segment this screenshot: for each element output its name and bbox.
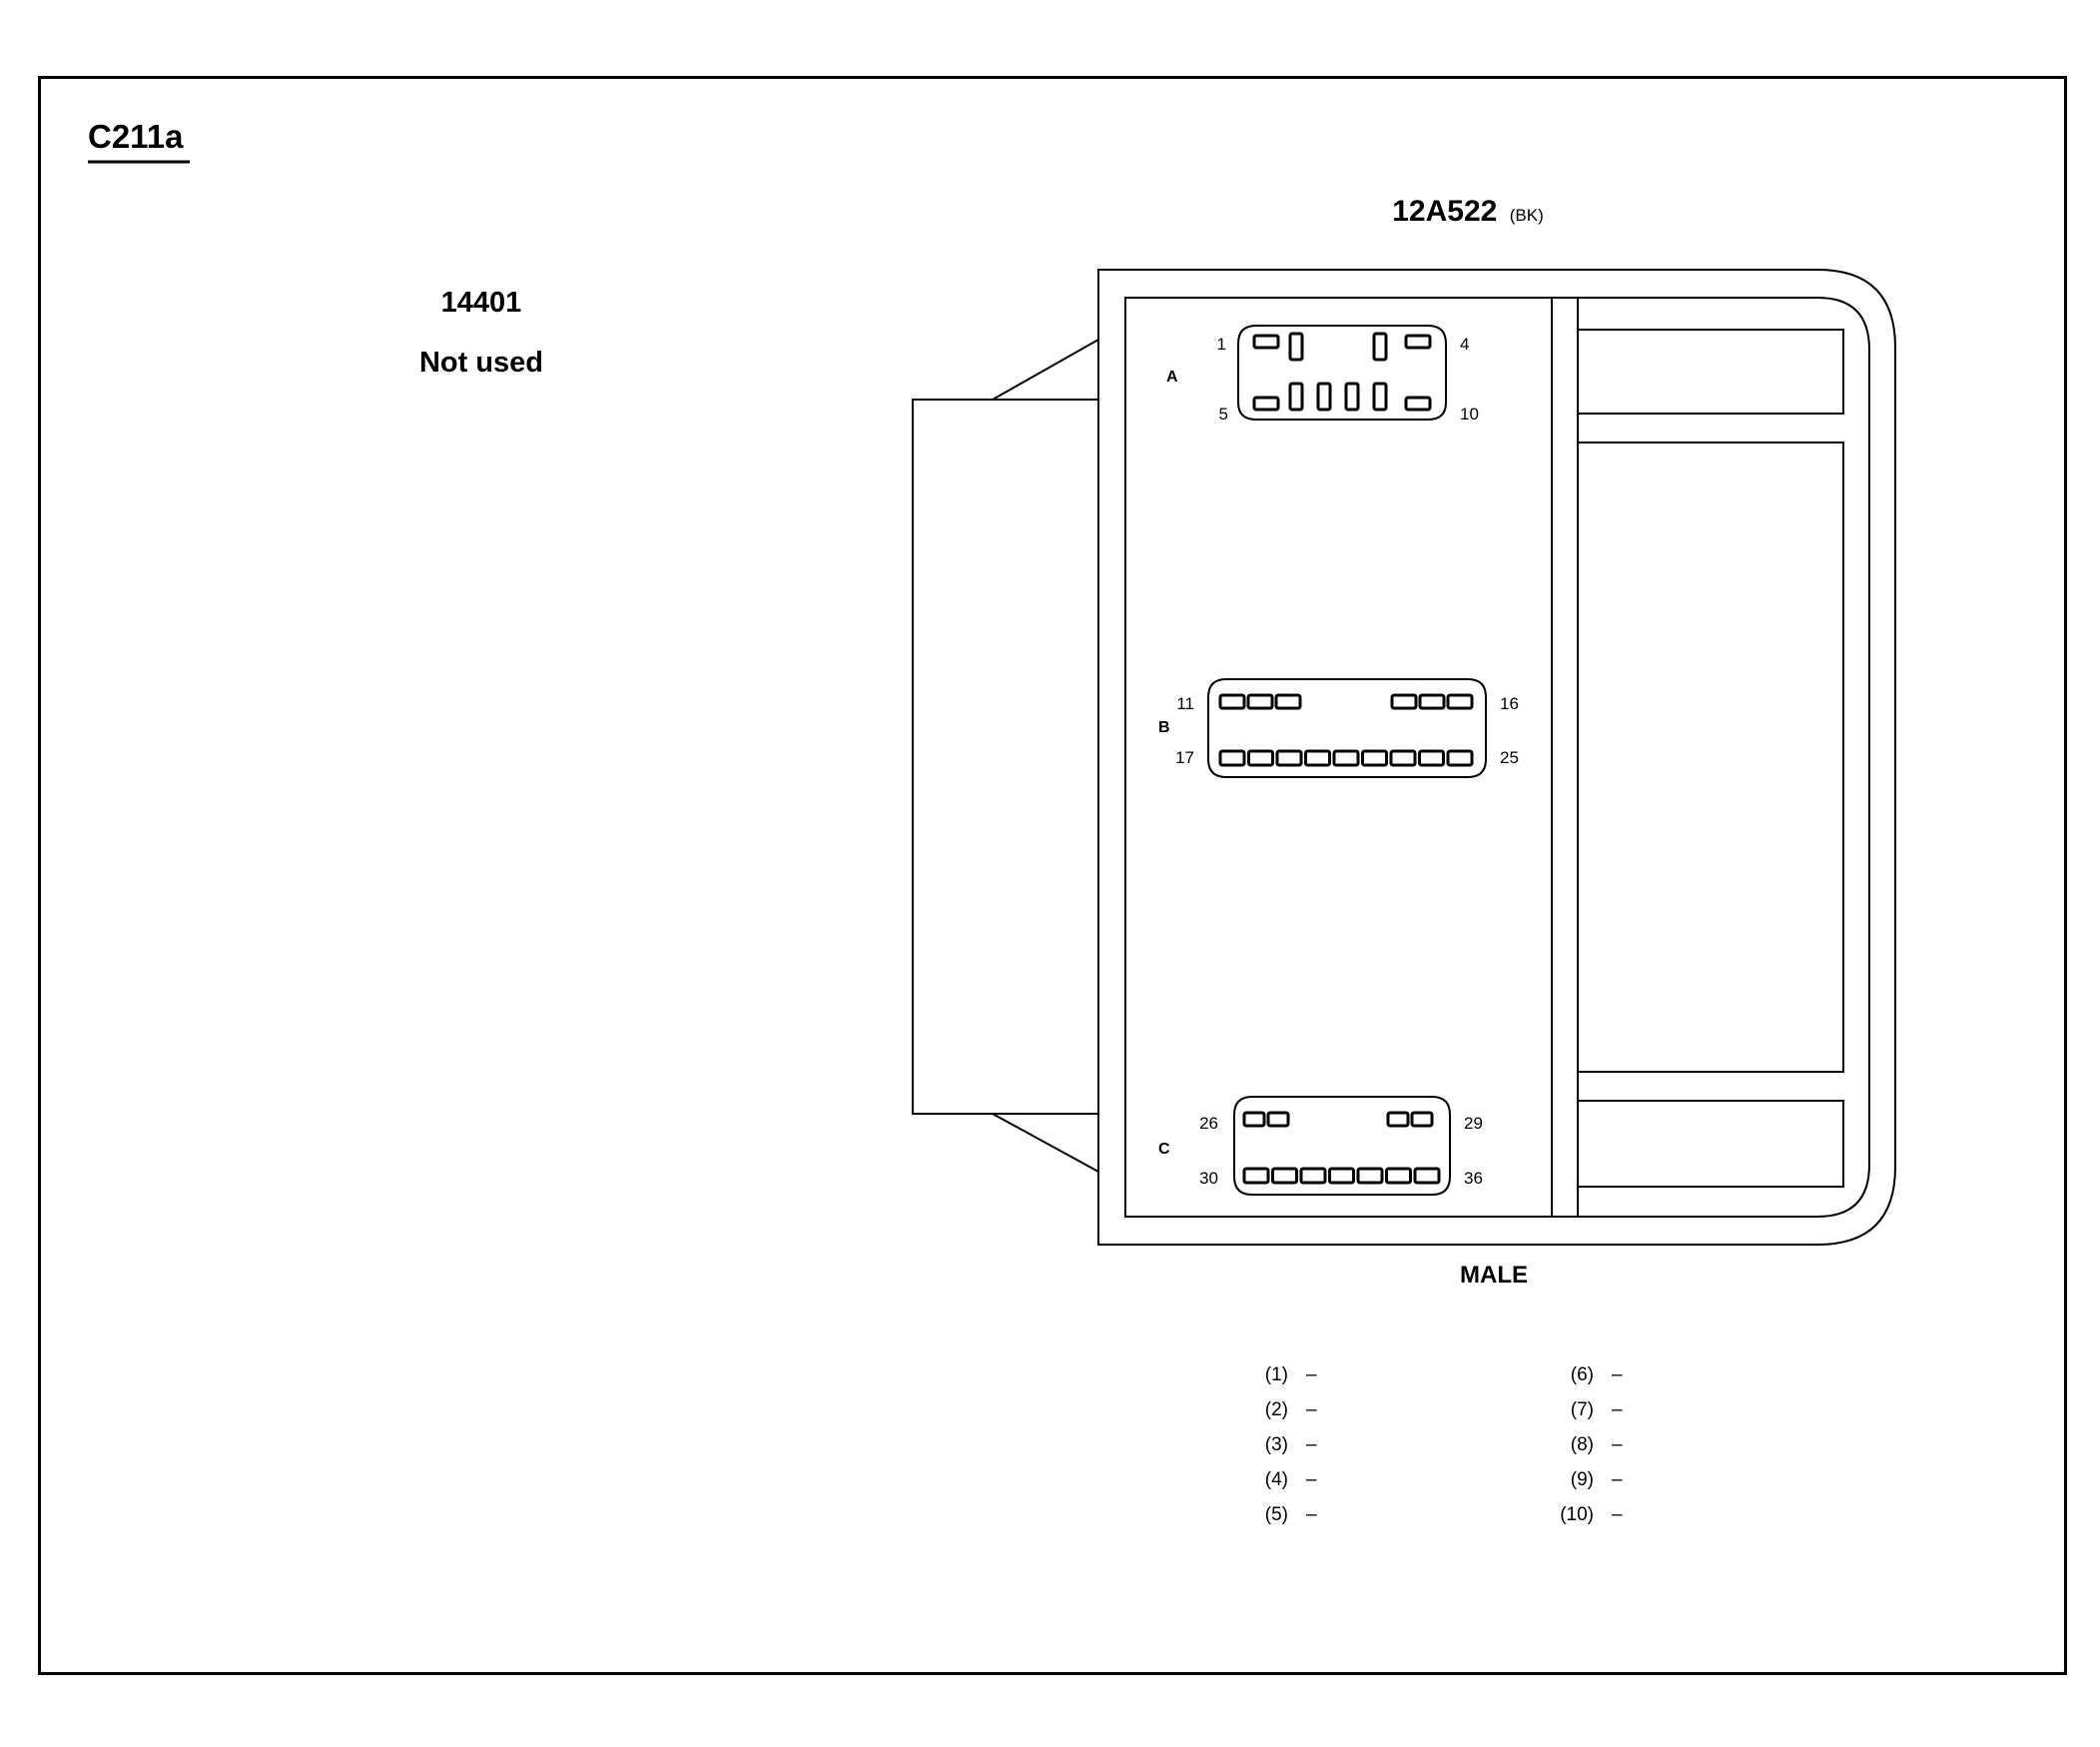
connector-gender: MALE [1460,1262,1528,1289]
block-a-label: A [1166,369,1178,386]
pin-cavity [1446,749,1474,767]
pin-cavity [1385,1167,1412,1185]
block-b-pin-start-bottom: 17 [1175,748,1194,767]
block-a-pin-end-bottom: 10 [1460,405,1479,424]
connector-back-tab [912,399,1099,1115]
pin-label: (6) [1571,1364,1594,1385]
pin-cavity [1386,1111,1410,1128]
pin-block-a: A 1 4 5 10 [1166,325,1479,424]
pin-cavity [1242,1167,1270,1185]
pin-label: (10) [1560,1504,1594,1525]
left-part-number: 14401 [441,287,522,319]
pin-cavity [1372,382,1388,412]
pin-table: (1) – (2) – (3) – (4) – (5) – (6) – (7) … [1265,1364,1623,1525]
connector-inner-shell [1124,297,1870,1218]
block-a-pin-end-top: 4 [1460,335,1469,354]
pin-cavity [1299,1167,1327,1185]
block-c-pin-end-top: 29 [1464,1114,1483,1133]
pin-cavity [1275,749,1303,767]
pin-cavity [1288,382,1304,412]
pin-label: (4) [1265,1469,1288,1490]
connector-body [912,269,1896,1246]
pin-cavity [1246,693,1274,710]
connector-outer-shell [1097,269,1896,1246]
block-c-pin-start-bottom: 30 [1199,1169,1218,1188]
pin-cavity [1218,749,1246,767]
pin-block-b: B 11 16 17 25 [1158,678,1519,778]
pin-value: – [1612,1364,1623,1385]
pin-cavity [1361,749,1388,767]
pin-cavity [1247,749,1274,767]
pin-value: – [1306,1434,1317,1455]
block-c-pin-start-top: 26 [1199,1114,1218,1133]
block-b-label: B [1158,719,1170,736]
pin-cavity [1372,332,1388,362]
pin-cavity [1413,1167,1441,1185]
pin-value: – [1612,1434,1623,1455]
pin-table-right: (6) – (7) – (8) – (9) – (10) – [1560,1364,1623,1525]
block-c-pin-end-bottom: 36 [1464,1169,1483,1188]
pin-label: (9) [1571,1469,1594,1490]
pin-value: – [1612,1399,1623,1420]
pin-cavity [1418,693,1446,710]
pin-label: (5) [1265,1504,1288,1525]
pin-cavity [1446,693,1474,710]
pin-value: – [1306,1504,1317,1525]
right-color-code: (BK) [1510,206,1544,225]
pin-cavity [1404,334,1432,350]
pin-label: (7) [1571,1399,1594,1420]
pin-cavity [1242,1111,1266,1128]
pin-cavity [1356,1167,1384,1185]
pin-value: – [1306,1469,1317,1490]
pin-block-c: C 26 29 30 36 [1158,1096,1483,1196]
right-part-number: 12A522 [1392,195,1497,228]
pin-cavity [1390,693,1418,710]
pin-cavity [1344,382,1360,412]
pin-value: – [1306,1364,1317,1385]
connector-divider [1551,297,1579,1218]
pin-table-left: (1) – (2) – (3) – (4) – (5) – [1265,1364,1317,1525]
pin-label: (1) [1265,1364,1288,1385]
block-b-pin-end-top: 16 [1500,694,1519,713]
pin-value: – [1306,1399,1317,1420]
pin-cavity [1252,334,1280,350]
pin-cavity [1218,693,1246,710]
pin-cavity [1288,332,1304,362]
pin-cavity [1418,749,1445,767]
pin-label: (3) [1265,1434,1288,1455]
pin-value: – [1612,1469,1623,1490]
left-status: Not used [419,347,543,379]
pin-cavity [1271,1167,1298,1185]
pin-cavity [1410,1111,1434,1128]
pin-value: – [1612,1504,1623,1525]
block-a-pin-start-top: 1 [1217,335,1226,354]
pin-cavity [1404,396,1432,412]
pin-cavity [1316,382,1332,412]
block-c-label: C [1158,1141,1170,1158]
pin-cavity [1304,749,1331,767]
pin-cavity [1252,396,1280,412]
pin-label: (2) [1265,1399,1288,1420]
diagram-frame [38,76,2067,1675]
pin-cavity [1274,693,1302,710]
block-a-pin-start-bottom: 5 [1219,405,1228,424]
pin-cavity [1389,749,1417,767]
connector-id-title: C211a [88,118,184,155]
pin-cavity [1266,1111,1290,1128]
pin-cavity [1332,749,1360,767]
block-b-pin-start-top: 11 [1176,694,1194,713]
right-part-label: 12A522 (BK) [1392,195,1544,228]
pin-cavity [1328,1167,1355,1185]
block-b-pin-end-bottom: 25 [1500,748,1519,767]
pin-label: (8) [1571,1434,1594,1455]
